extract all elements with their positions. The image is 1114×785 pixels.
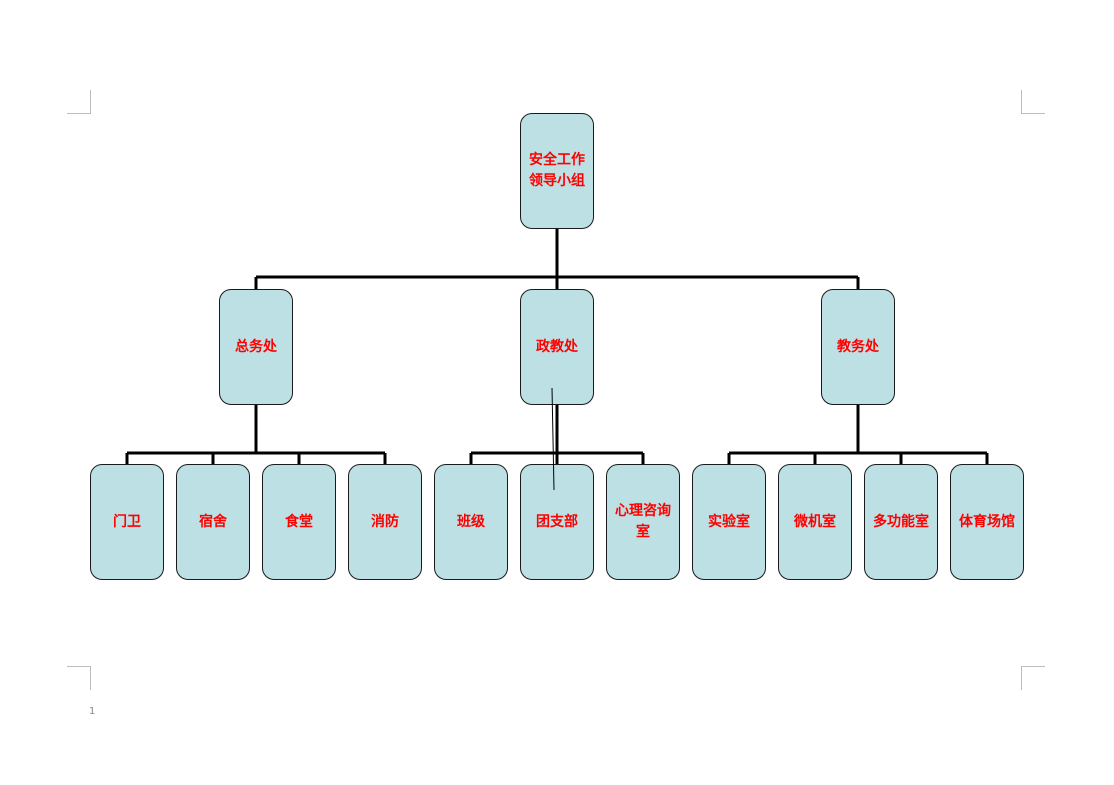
unit-node: 班级 [434,464,508,580]
page-number: 1 [89,706,96,717]
stray-connector [551,387,555,491]
unit-node: 消防 [348,464,422,580]
unit-node: 宿舍 [176,464,250,580]
root-node: 安全工作领导小组 [520,113,594,229]
unit-node: 实验室 [692,464,766,580]
department-node: 教务处 [821,289,895,405]
margin-corner-bottom-right [1021,666,1045,690]
department-node: 总务处 [219,289,293,405]
unit-node: 食堂 [262,464,336,580]
unit-node: 多功能室 [864,464,938,580]
margin-corner-top-left [67,90,91,114]
unit-node: 心理咨询室 [606,464,680,580]
margin-corner-bottom-left [67,666,91,690]
unit-node: 团支部 [520,464,594,580]
department-node: 政教处 [520,289,594,405]
unit-node: 微机室 [778,464,852,580]
unit-node: 门卫 [90,464,164,580]
unit-node: 体育场馆 [950,464,1024,580]
margin-corner-top-right [1021,90,1045,114]
